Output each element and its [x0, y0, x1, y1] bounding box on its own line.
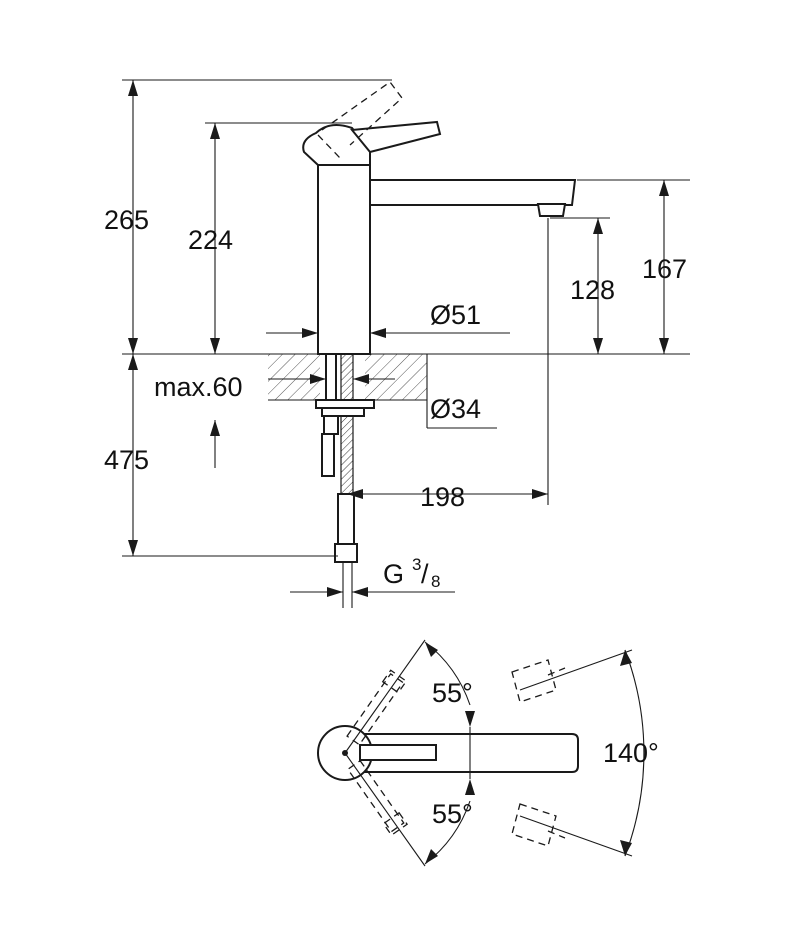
top-view: 55° 55° 140° — [317, 639, 659, 867]
thread-denominator-label: 8 — [431, 572, 440, 591]
faucet-body — [302, 81, 577, 355]
dimension-spout-reach: 198 — [347, 482, 548, 512]
overall-height-label: 265 — [104, 205, 149, 235]
dimension-lever-height: 224 — [188, 123, 233, 354]
lever-swing-up-label: 55° — [432, 678, 473, 708]
spout-height-label: 167 — [642, 254, 687, 284]
dimension-overall-height: 265 — [104, 80, 149, 354]
dimension-hole-diameter: Ø34 — [426, 394, 497, 429]
spout-reach-label: 198 — [420, 482, 465, 512]
spout-swivel-ghosts — [511, 659, 566, 847]
dimension-max-counter: max.60 — [154, 372, 395, 402]
under-counter-fittings — [315, 353, 375, 608]
lever-swing-down-label: 55° — [432, 799, 473, 829]
body-diameter-label: Ø51 — [430, 300, 481, 330]
dimension-outlet-height: 128 — [570, 218, 615, 354]
max-counter-label: max.60 — [154, 372, 243, 402]
thread-slash: / — [421, 559, 429, 589]
outlet-height-label: 128 — [570, 275, 615, 305]
dimension-spout-height: 167 — [642, 180, 687, 354]
hose-length-label: 475 — [104, 445, 149, 475]
dimension-body-diameter: Ø51 — [266, 300, 510, 338]
lever-height-label: 224 — [188, 225, 233, 255]
hole-diameter-label: Ø34 — [430, 394, 481, 424]
thread-numerator-label: 3 — [412, 555, 421, 574]
side-view: 265 224 167 128 Ø51 — [104, 79, 690, 608]
spout-swivel-label: 140° — [603, 738, 659, 768]
thread-prefix-label: G — [383, 559, 404, 589]
dimension-hose-length: 475 — [104, 354, 220, 556]
dimension-connection-thread: G 3 / 8 — [290, 555, 455, 597]
